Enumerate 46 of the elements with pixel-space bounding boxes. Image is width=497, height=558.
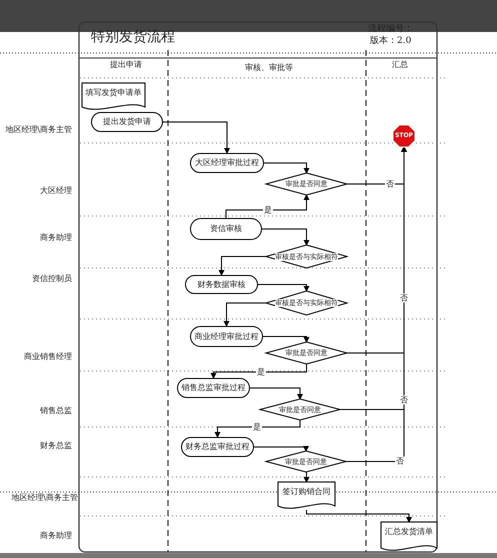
arrow bbox=[258, 284, 310, 292]
arrow bbox=[218, 256, 266, 276]
edge-label: 是 bbox=[263, 206, 273, 214]
arrow bbox=[262, 228, 310, 246]
header-text: 版本：2.0 bbox=[370, 36, 412, 46]
arrow bbox=[250, 388, 303, 400]
arrow bbox=[214, 420, 300, 438]
process-box: 财务总监审批过程 bbox=[181, 437, 254, 457]
process-box: 财务数据审核 bbox=[185, 275, 258, 294]
lane-label: 商业销售经理 bbox=[24, 352, 72, 362]
lane-label: 地区经理\商务主管 bbox=[5, 125, 72, 135]
title: 特别发货流程 bbox=[91, 29, 175, 45]
edge-label: 否 bbox=[395, 456, 405, 466]
arrow bbox=[224, 302, 266, 327]
edge-label: 否 bbox=[385, 180, 395, 188]
arrow bbox=[262, 336, 310, 343]
arrow bbox=[226, 194, 310, 218]
arrow bbox=[306, 510, 412, 523]
document-shape: 汇总发货清单 bbox=[381, 522, 437, 552]
arrow bbox=[254, 446, 309, 452]
lane-label: 地区经理\商务主管 bbox=[11, 493, 78, 503]
process-box: 商业经理审批过程 bbox=[190, 326, 263, 347]
process-box: 提出发货申请 bbox=[91, 112, 163, 132]
arrow bbox=[264, 162, 310, 174]
document-shape: 签订购销合同 bbox=[278, 482, 335, 510]
edge-label: 否 bbox=[399, 294, 409, 302]
document-shape: 填写发货申请单 bbox=[82, 83, 145, 111]
lane-label: 商务助理 bbox=[40, 531, 72, 541]
process-box: 资信审核 bbox=[190, 218, 262, 240]
lane-label: 商务助理 bbox=[40, 233, 72, 243]
arrow bbox=[304, 472, 310, 483]
column-header: 汇总 bbox=[392, 60, 408, 70]
lane-label: 大区经理 bbox=[40, 186, 72, 196]
arrow bbox=[162, 122, 230, 154]
arrow bbox=[210, 364, 307, 379]
edge-label: 否 bbox=[399, 396, 409, 404]
edge-label: 是 bbox=[252, 422, 262, 432]
column-header: 提出申请 bbox=[110, 60, 142, 70]
column-header: 审核、审批等 bbox=[245, 63, 293, 73]
process-box: 销售总监审批过程 bbox=[177, 378, 250, 398]
edge-label: 是 bbox=[256, 368, 266, 376]
lane-label: 财务总监 bbox=[40, 441, 72, 451]
arrow bbox=[346, 146, 407, 462]
lane-label: 销售总监 bbox=[40, 406, 72, 416]
process-box: 大区经理审批过程 bbox=[190, 153, 264, 173]
lane-label: 资信控制员 bbox=[32, 274, 72, 284]
